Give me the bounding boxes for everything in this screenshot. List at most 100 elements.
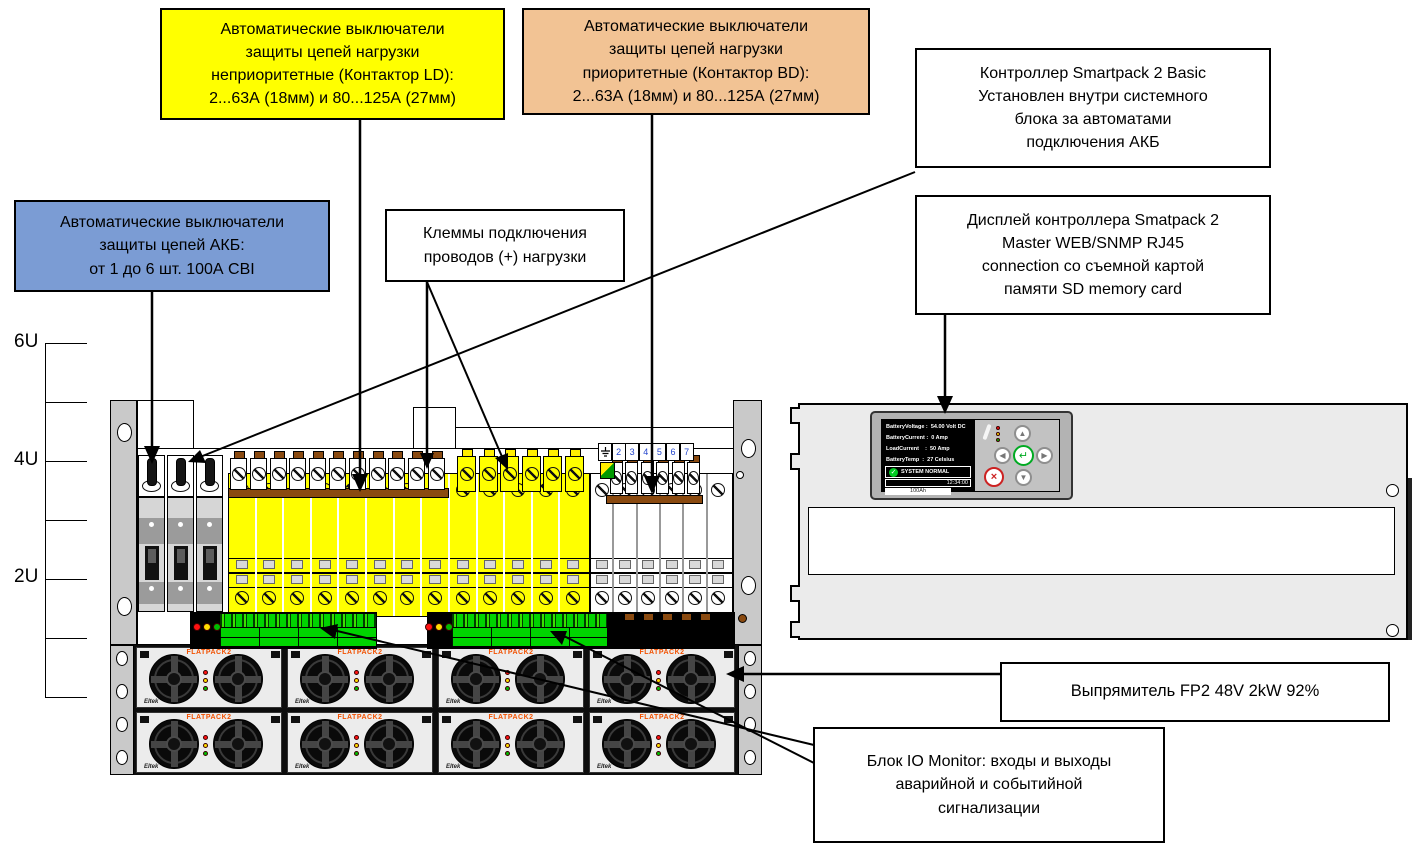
panel-tab [790, 407, 800, 424]
rack-height-tick [45, 461, 87, 462]
breaker-window [263, 575, 276, 584]
breaker-window [665, 575, 678, 584]
fan-hub [532, 671, 548, 687]
screw-terminal [270, 451, 287, 490]
chassis-raised-section [137, 400, 194, 449]
module-brand-label: FLATPACK2 [186, 649, 232, 656]
breaker-band [168, 518, 193, 544]
screen-line: BatteryTemp : 27 Celsius [886, 457, 955, 463]
panel-tab [790, 585, 800, 602]
screw-terminal [329, 451, 346, 490]
breaker-column [560, 474, 588, 616]
fan-icon [602, 654, 652, 704]
screw-terminal [672, 455, 685, 494]
screw-head-icon [428, 591, 443, 605]
breaker-rocker-band [229, 573, 589, 588]
rocker-handle [177, 549, 185, 563]
module-led [203, 735, 208, 740]
module-led [203, 743, 208, 748]
chassis-tab [413, 407, 456, 449]
breaker-window [539, 575, 552, 584]
breaker-window [539, 560, 552, 569]
screw-head-icon [510, 591, 525, 605]
fan-hub [683, 736, 699, 752]
screw-head-icon [566, 591, 581, 605]
panel-tab [790, 453, 800, 470]
breaker-dot [149, 586, 154, 591]
screw-head-icon [567, 467, 582, 481]
toggle-lever [205, 458, 215, 486]
screw-head-icon [345, 591, 360, 605]
priority-breaker-block [590, 473, 733, 617]
screw-head-icon [687, 591, 702, 605]
module-led [203, 678, 208, 683]
callout-nonpriority-breakers: Автоматические выключатели защиты цепей … [160, 8, 505, 120]
screw-head-icon [262, 591, 277, 605]
time-bar: 12:34:00 [885, 479, 971, 487]
breaker-window [235, 560, 248, 569]
module-led [505, 735, 510, 740]
breaker-window [291, 560, 304, 569]
toggle-lever [176, 458, 186, 486]
module-led [354, 678, 359, 683]
breaker-dot [178, 522, 183, 527]
breaker-window [567, 575, 580, 584]
module-led [203, 686, 208, 691]
breaker-column [708, 474, 731, 616]
mounting-hole [116, 651, 128, 666]
module-led [656, 670, 661, 675]
mounting-hole [738, 614, 747, 623]
terminal-cap [527, 449, 538, 457]
fan-hub [619, 736, 635, 752]
fan-icon [602, 719, 652, 769]
screw-head-icon [481, 467, 496, 481]
mounting-hole [736, 471, 744, 479]
terminal-cap [274, 451, 285, 459]
screw-head-icon [711, 483, 726, 497]
screw-head-icon [330, 467, 345, 481]
breaker-window [511, 575, 524, 584]
module-brand-label: FLATPACK2 [186, 714, 232, 721]
callout-load-terminals: Клеммы подключения проводов (+) нагрузки [385, 209, 625, 282]
module-latch [593, 651, 602, 658]
module-latch [422, 651, 431, 658]
module-led [354, 670, 359, 675]
breaker-window [318, 575, 331, 584]
breaker-window [373, 575, 386, 584]
rack-height-tick [45, 638, 87, 639]
breaker-terminal-marks [625, 614, 717, 620]
screw-head-icon [641, 591, 656, 605]
earth-cell [598, 443, 612, 461]
terminal-cap [505, 449, 516, 457]
fan-hub [317, 671, 333, 687]
breaker-rocker-band [229, 558, 589, 573]
screw-head-icon [594, 591, 609, 605]
breaker-window [642, 560, 655, 569]
screw-terminal [369, 451, 386, 490]
module-led [505, 751, 510, 756]
module-led [203, 670, 208, 675]
breaker-window [456, 560, 469, 569]
breaker-window [712, 575, 725, 584]
terminal-cap [333, 451, 344, 459]
breaker-band [168, 582, 193, 604]
callout-io-monitor: Блок IO Monitor: входы и выходы аварийно… [813, 727, 1165, 843]
screw-terminal [500, 449, 519, 492]
callout-controller-display: Дисплей контроллера Smatpack 2 Master WE… [915, 195, 1271, 315]
screw-head-icon [594, 483, 609, 497]
panel-hole [1386, 484, 1399, 497]
screw-head-icon [400, 591, 415, 605]
mounting-hole [744, 684, 756, 699]
fan-icon [149, 654, 199, 704]
breaker-window [511, 560, 524, 569]
panel-tab [790, 621, 800, 638]
screw-head-icon [459, 467, 474, 481]
module-logo: Eltek [295, 764, 310, 770]
mounting-hole [744, 651, 756, 666]
alarm-led-green [996, 438, 1000, 442]
